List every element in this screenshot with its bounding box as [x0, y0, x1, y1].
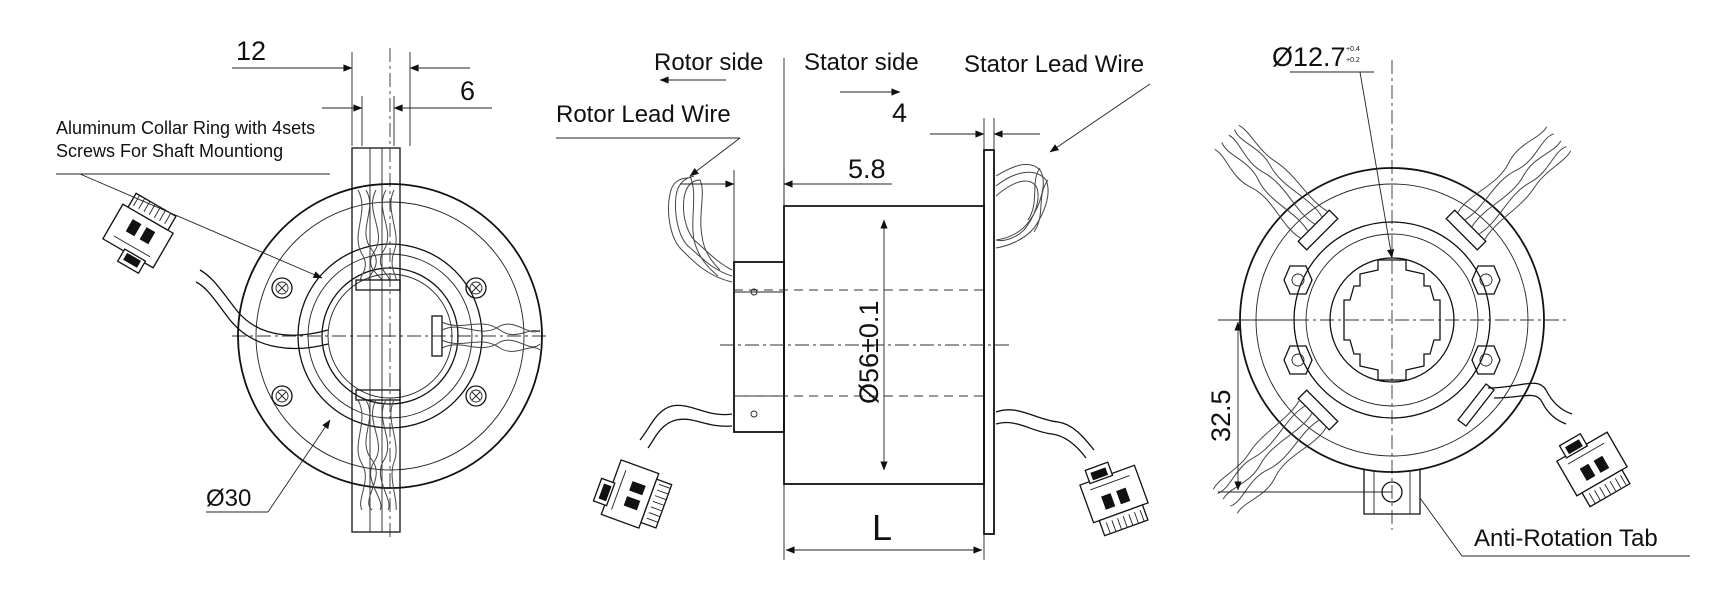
collar-note-leader: [79, 173, 323, 279]
dim-outer-dia-label: Ø56±0.1: [854, 301, 884, 404]
rear-rj45-connector: [1550, 421, 1636, 511]
dim-32-5-label: 32.5: [1206, 389, 1236, 442]
stator-side-label: Stator side: [804, 49, 919, 76]
dim-bore-label: Ø30: [206, 485, 251, 512]
side-view: Rotor side Stator side: [556, 49, 1155, 560]
front-view: 12 6 Aluminum Collar Ring with 4sets Scr…: [56, 36, 550, 540]
rotor-wire-bundle-upper: [667, 175, 733, 283]
dim-shaft-leader: [1359, 71, 1395, 259]
dim-length-label: L: [872, 507, 892, 548]
dim-shaft-tol-lower: +0.2: [1346, 57, 1360, 64]
dim-shaft-tol-upper: +0.4: [1346, 46, 1360, 53]
dim-12-label: 12: [236, 36, 266, 66]
front-flange: [237, 183, 543, 489]
front-screw-tl: [271, 277, 293, 299]
front-flange-inner: [255, 201, 525, 471]
rear-cable: [1487, 382, 1573, 415]
rear-wire-bundle-tl: [1214, 124, 1339, 251]
rear-cable-slot: [1457, 383, 1495, 427]
rear-wire-bundle-tr: [1445, 126, 1572, 251]
rear-view: Anti-Rotation Tab Ø12.7 +0.4 +0.2 32.5: [1206, 42, 1690, 557]
front-collar-inner: [307, 253, 473, 419]
stator-rj45-connector: [1075, 453, 1155, 539]
rotor-lead-wire-label: Rotor Lead Wire: [556, 101, 731, 128]
stator-cable: [995, 409, 1095, 451]
side-stator-flange: [983, 149, 995, 535]
dim-4-label: 4: [892, 98, 907, 128]
rear-bolt-tl: [1283, 265, 1313, 295]
anti-rotation-tab-label: Anti-Rotation Tab: [1474, 525, 1658, 552]
front-rj45-connector: [96, 189, 182, 279]
front-wire-bundle-top: [355, 189, 401, 291]
front-collar-ring: [297, 243, 483, 429]
collar-note-line2: Screws For Shaft Mountiong: [56, 141, 283, 161]
front-wire-bundle-bottom: [355, 389, 401, 511]
front-cable: [199, 269, 329, 336]
side-rotor-collar: [733, 261, 785, 433]
front-bore-inner: [327, 273, 453, 399]
front-screw-br: [465, 385, 487, 407]
dim-bore-leader: [267, 419, 331, 513]
rear-housing-inner: [1305, 233, 1479, 407]
rotor-side-label: Rotor side: [654, 49, 763, 76]
rotor-rj45-connector: [589, 455, 675, 535]
rear-bolt-bl: [1283, 345, 1313, 375]
front-screw-bl: [271, 385, 293, 407]
stator-wire-bundle-upper: [995, 163, 1049, 249]
collar-note-line1: Aluminum Collar Ring with 4sets: [56, 118, 315, 138]
stator-lead-wire-leader: [1049, 83, 1151, 153]
dim-shaft-label: Ø12.7: [1272, 42, 1346, 72]
dim-5-8-label: 5.8: [848, 154, 886, 184]
rear-spline-bore: [1343, 259, 1441, 381]
rotor-cable: [639, 404, 733, 441]
front-wire-bundle-right: [431, 315, 541, 357]
front-wire-channel: [351, 147, 401, 533]
front-bore: [321, 267, 459, 405]
rear-bolt-tr: [1471, 265, 1501, 295]
rear-bolt-br: [1471, 345, 1501, 375]
anti-rotation-tab-leader: [1419, 497, 1463, 557]
stator-lead-wire-label: Stator Lead Wire: [964, 51, 1144, 78]
dim-6-label: 6: [460, 76, 475, 106]
rear-wire-bundle-bl: [1212, 389, 1339, 514]
rotor-lead-wire-leader: [689, 137, 741, 177]
